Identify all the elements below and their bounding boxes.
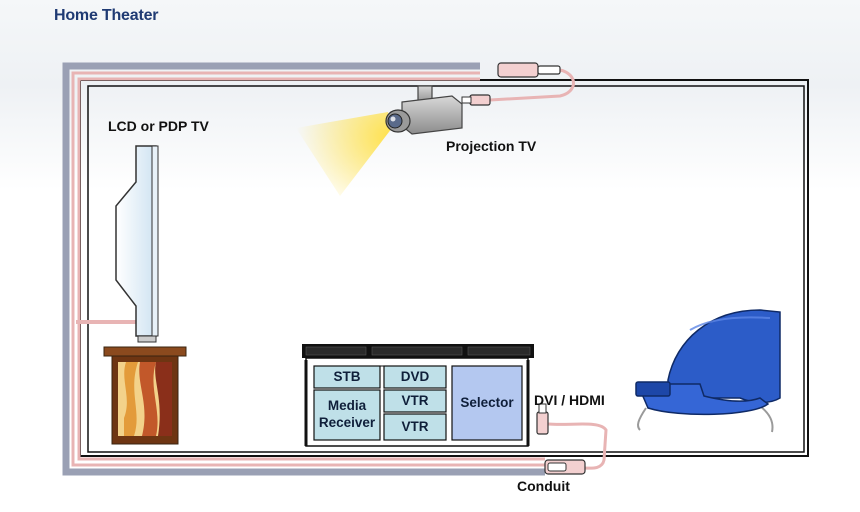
lcd-tv-icon [115,145,159,343]
dvd-box [383,365,447,389]
vtr-box-1 [383,389,447,413]
tv-cabinet-icon [103,346,187,445]
media-receiver-box [313,389,381,441]
armchair-icon [635,309,781,433]
hdmi-cable [536,403,608,475]
vtr-box-2 [383,413,447,441]
conduit-pipe [62,62,545,476]
lcd-tv-label: LCD or PDP TV [108,118,209,134]
projector-cable [461,62,575,106]
conduit-label: Conduit [517,478,570,494]
stb-label: STB [333,369,361,384]
hdmi-plug-icon [497,62,561,78]
selector-box [451,365,523,441]
stb-box [313,365,381,389]
vtr-label-1: VTR [401,393,429,408]
media-receiver-label-line2: Receiver [318,415,376,430]
page-title: Home Theater [54,7,159,24]
light-beam [296,112,392,196]
selector-label: Selector [460,395,514,410]
dvd-label: DVD [400,369,430,384]
projector-icon [385,85,463,135]
hdmi-plug-icon [544,459,586,475]
hdmi-plug-icon [461,94,491,106]
media-receiver-label-line1: Media [327,398,367,413]
projection-tv-label: Projection TV [446,138,537,154]
hdmi-plug-icon [536,403,549,435]
dvi-hdmi-label: DVI / HDMI [534,392,605,408]
av-rack [302,344,534,447]
media-receiver-label: Media Receiver [314,397,380,431]
vtr-label-2: VTR [401,419,429,434]
